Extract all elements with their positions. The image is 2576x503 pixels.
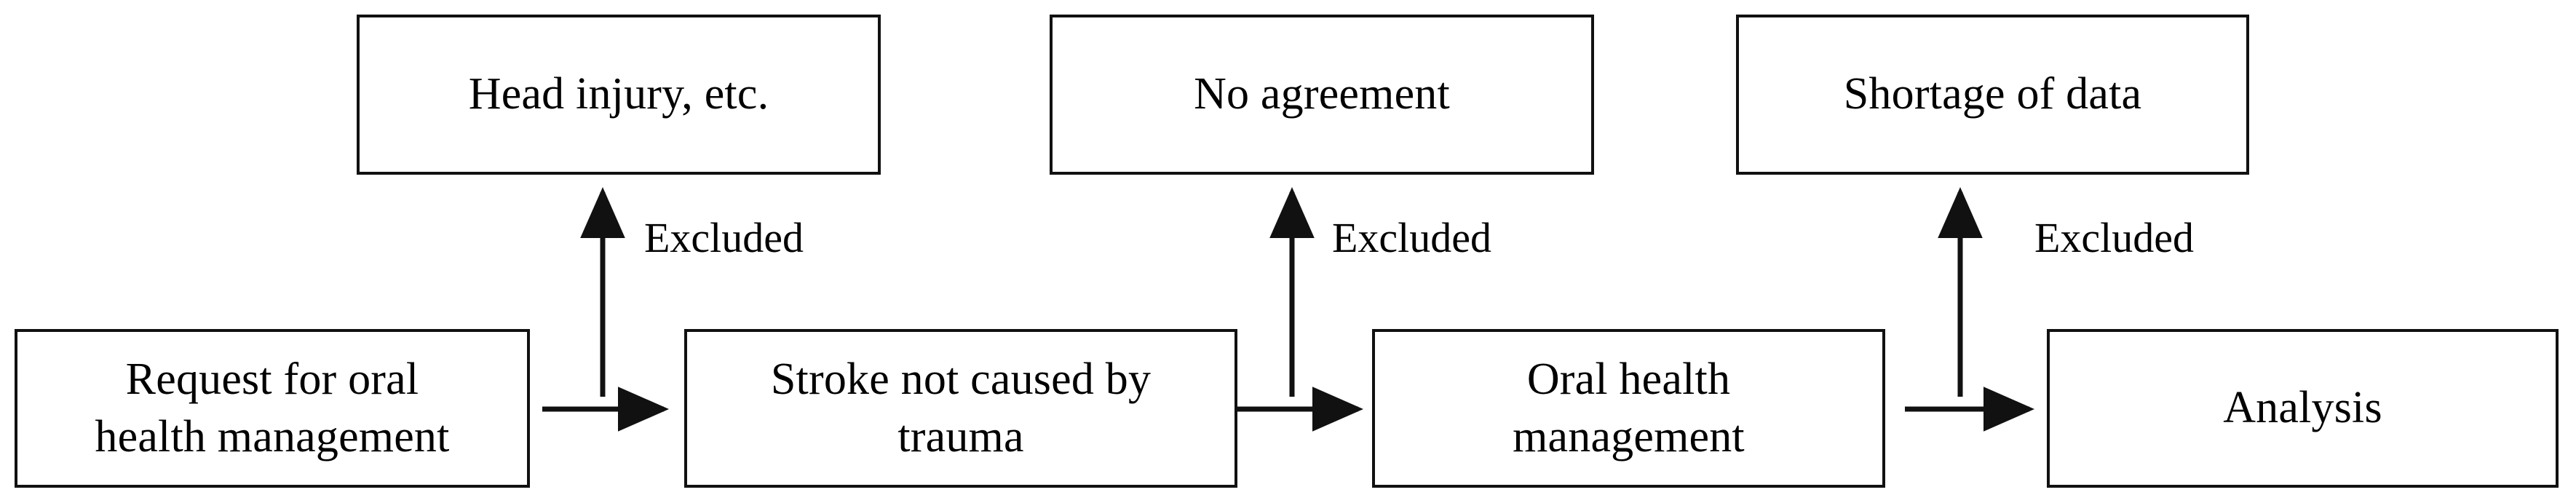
node-request-for-oral-health-management: Request for oral health management: [15, 329, 530, 488]
node-analysis: Analysis: [2047, 329, 2559, 488]
edge-label-excluded-no-agreement: Excluded: [1332, 214, 1492, 261]
edge-label-excluded-head-injury: Excluded: [644, 214, 804, 261]
node-no-agreement-label: No agreement: [1194, 69, 1450, 119]
node-oral-health-management-label: Oral health management: [1513, 354, 1745, 462]
node-stroke-not-caused-by-trauma: Stroke not caused by trauma: [684, 329, 1237, 488]
node-head-injury-label: Head injury, etc.: [468, 69, 769, 119]
node-oral-health-management: Oral health management: [1372, 329, 1885, 488]
node-request-for-oral-health-management-label: Request for oral health management: [95, 354, 450, 462]
node-analysis-label: Analysis: [2223, 383, 2382, 433]
edge-label-excluded-shortage-of-data: Excluded: [2034, 214, 2195, 261]
node-head-injury: Head injury, etc.: [357, 15, 881, 175]
node-no-agreement: No agreement: [1050, 15, 1594, 175]
node-stroke-not-caused-by-trauma-label: Stroke not caused by trauma: [770, 354, 1152, 462]
node-shortage-of-data: Shortage of data: [1736, 15, 2249, 175]
node-shortage-of-data-label: Shortage of data: [1843, 69, 2142, 119]
